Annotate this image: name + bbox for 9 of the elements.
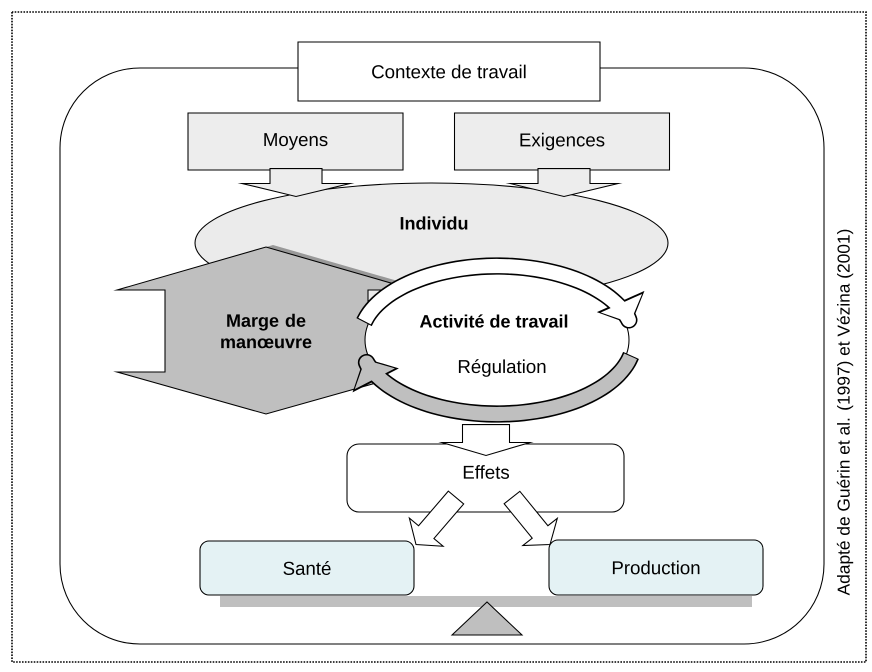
input-box: Exigences (454, 112, 670, 171)
block-arrow (238, 168, 354, 198)
rounded-box: Production (548, 539, 764, 596)
input-box: Moyens (187, 112, 404, 171)
block-arrow (438, 424, 534, 456)
rounded-box: Effets (346, 443, 625, 513)
rounded-box: Santé (199, 540, 415, 596)
source-note: Adapté de Guérin et al. (1997) et Vézina (2001) (836, 230, 854, 596)
block-arrow (506, 168, 622, 198)
